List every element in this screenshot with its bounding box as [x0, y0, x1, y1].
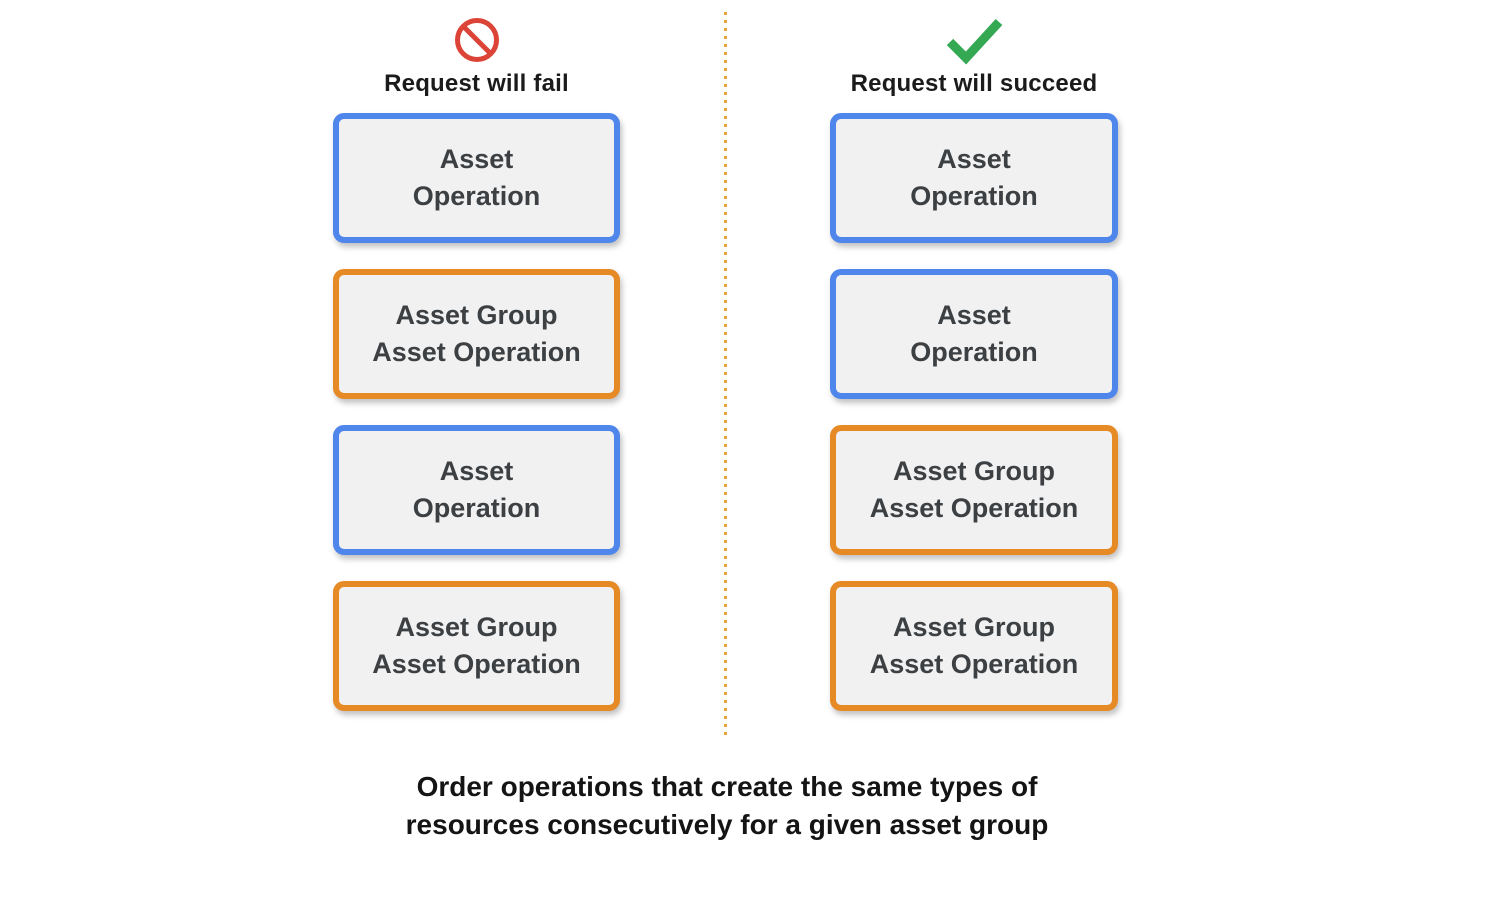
dotted-divider [724, 12, 727, 738]
caption-line-1: Order operations that create the same ty… [416, 771, 1038, 802]
box-label-line: Asset Operation [869, 649, 1079, 679]
fail-column: Request will fail Asset Operation Asset … [333, 12, 620, 737]
box-label-line: Asset Group [892, 612, 1056, 642]
prohibition-icon [453, 12, 501, 68]
fail-box-asset-group-operation-1: Asset Group Asset Operation [333, 269, 620, 399]
fail-box-asset-operation-1: Asset Operation [333, 113, 620, 243]
box-label-line: Operation [910, 337, 1038, 367]
succeed-column-header: Request will succeed [851, 12, 1098, 113]
succeed-column: Request will succeed Asset Operation Ass… [830, 12, 1118, 737]
succeed-box-asset-operation-1: Asset Operation [830, 113, 1118, 243]
box-label-line: Operation [910, 181, 1038, 211]
fail-box-asset-group-operation-2: Asset Group Asset Operation [333, 581, 620, 711]
box-label-line: Asset Operation [372, 649, 581, 679]
box-label-line: Asset Group [395, 300, 558, 330]
succeed-box-asset-group-operation-2: Asset Group Asset Operation [830, 581, 1118, 711]
box-label-line: Asset Group [892, 456, 1056, 486]
fail-column-header: Request will fail [384, 12, 569, 113]
box-label-line: Asset Operation [372, 337, 581, 367]
box-label-line: Asset [937, 300, 1011, 330]
box-label-line: Asset [439, 144, 514, 174]
box-label-line: Operation [412, 493, 541, 523]
fail-column-title: Request will fail [384, 70, 569, 97]
fail-box-asset-operation-2: Asset Operation [333, 425, 620, 555]
checkmark-icon [943, 12, 1005, 68]
succeed-box-asset-operation-2: Asset Operation [830, 269, 1118, 399]
caption: Order operations that create the same ty… [0, 768, 1454, 844]
box-label-line: Asset [439, 456, 514, 486]
box-label-line: Asset Group [395, 612, 558, 642]
box-label-line: Asset Operation [869, 493, 1079, 523]
box-label-line: Operation [412, 181, 541, 211]
succeed-column-title: Request will succeed [850, 70, 1098, 97]
succeed-box-asset-group-operation-1: Asset Group Asset Operation [830, 425, 1118, 555]
caption-line-2: resources consecutively for a given asse… [405, 809, 1049, 840]
box-label-line: Asset [937, 144, 1011, 174]
